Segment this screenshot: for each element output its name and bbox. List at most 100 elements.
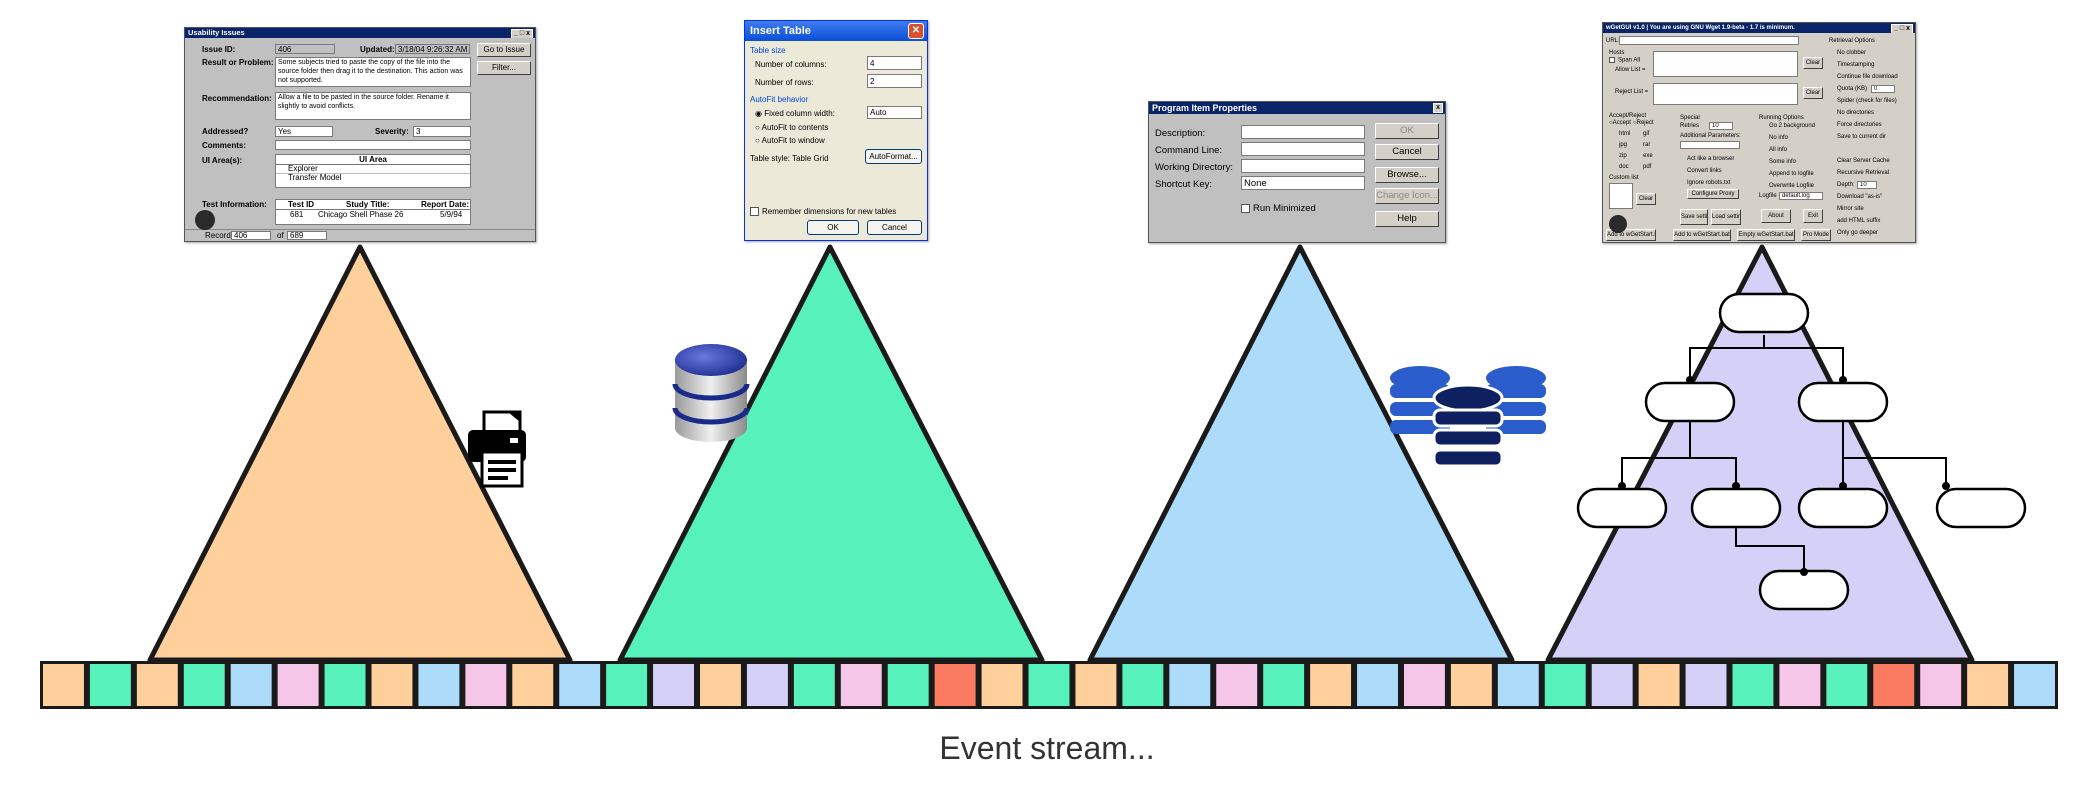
no-directories-checkbox[interactable]: No directories: [1837, 110, 1875, 116]
ui-area-row[interactable]: Transfer Model: [288, 173, 342, 182]
test-date-cell: 5/9/94: [440, 210, 463, 219]
clear-allow-button[interactable]: Clear: [1803, 57, 1823, 69]
spider-checkbox[interactable]: Spider (check for files): [1837, 98, 1897, 104]
browse-button[interactable]: Browse...: [1375, 167, 1439, 183]
accept-radio[interactable]: ○Accept: [1609, 120, 1631, 126]
pro-mode-button[interactable]: Pro Mode: [1801, 229, 1831, 241]
window-controls-icon[interactable]: _ □ x: [1891, 24, 1913, 33]
download-as-is-checkbox[interactable]: Download "as-is": [1837, 194, 1883, 200]
empty-start-button[interactable]: Empty wGetStart.bat: [1737, 229, 1795, 241]
exit-button[interactable]: Exit: [1803, 209, 1823, 223]
reject-list-field[interactable]: [1653, 83, 1798, 105]
force-directories-checkbox[interactable]: Force directories: [1837, 122, 1882, 128]
act-browser-checkbox[interactable]: Act like a browser: [1687, 156, 1735, 162]
event-cell: [277, 664, 319, 706]
change-icon-button[interactable]: Change Icon...: [1375, 188, 1439, 204]
rows-spinner[interactable]: 2: [867, 74, 922, 88]
filetype-doc[interactable]: doc: [1619, 164, 1629, 170]
ok-button[interactable]: OK: [807, 220, 859, 235]
about-button[interactable]: About: [1761, 209, 1791, 223]
remember-dimensions-checkbox[interactable]: Remember dimensions for new tables: [750, 207, 896, 217]
window-controls-icon[interactable]: _ □ x: [511, 29, 533, 38]
span-all-checkbox[interactable]: Span All: [1609, 57, 1640, 64]
filetype-rar[interactable]: rar: [1643, 142, 1651, 148]
command-line-field[interactable]: [1241, 142, 1365, 156]
event-cell: [1967, 664, 2009, 706]
overwrite-log-radio[interactable]: Overwrite Logfile: [1769, 183, 1815, 189]
shortcut-key-field[interactable]: None: [1241, 176, 1365, 190]
autofit-window-radio[interactable]: ○ AutoFit to window: [755, 136, 825, 145]
add-to-start-button-2[interactable]: Add to wGetStart.bat: [1673, 229, 1731, 241]
timestamping-checkbox[interactable]: Timestamping: [1837, 62, 1875, 68]
cancel-button[interactable]: Cancel: [1375, 144, 1439, 160]
load-settings-button[interactable]: Load settings: [1711, 209, 1741, 225]
clear-reject-button[interactable]: Clear: [1803, 87, 1823, 99]
recursive-checkbox[interactable]: Recursive Retrieval: [1837, 170, 1890, 176]
autoformat-button[interactable]: AutoFormat...: [865, 149, 922, 164]
addressed-select[interactable]: Yes: [275, 126, 333, 137]
no-clobber-checkbox[interactable]: No clobber: [1837, 50, 1867, 56]
filetype-pdf[interactable]: pdf: [1643, 164, 1652, 170]
event-stream-caption: Event stream...: [939, 730, 1155, 766]
fixed-width-select[interactable]: Auto: [867, 106, 922, 119]
filter-button[interactable]: Filter...: [477, 61, 531, 75]
cancel-button[interactable]: Cancel: [867, 220, 922, 235]
updated-field[interactable]: 3/18/04 9:26:32 AM: [395, 44, 470, 54]
severity-select[interactable]: 3: [413, 126, 471, 137]
ui-area-row[interactable]: Explorer: [276, 165, 470, 174]
wgetgui-window: wGetGUI v1.0 | You are using GNU Wget 1.…: [1602, 22, 1916, 243]
filetype-jpg[interactable]: jpg: [1619, 142, 1628, 148]
columns-spinner[interactable]: 4: [867, 56, 922, 70]
issue-id-field[interactable]: 406: [275, 44, 335, 54]
run-minimized-checkbox[interactable]: Run Minimized: [1241, 203, 1316, 214]
save-current-checkbox[interactable]: Save to current dir: [1837, 134, 1887, 140]
append-log-radio[interactable]: Append to logfile: [1769, 171, 1814, 177]
working-directory-field[interactable]: [1241, 159, 1365, 173]
clear-cache-checkbox[interactable]: Clear Server Cache: [1837, 158, 1890, 164]
reject-radio[interactable]: ○Reject: [1633, 120, 1654, 126]
recommendation-field[interactable]: Allow a file to be pasted in the source …: [275, 92, 471, 120]
fixed-width-radio[interactable]: ◉ Fixed column width:: [755, 109, 835, 118]
add-html-checkbox[interactable]: add HTML suffix: [1837, 218, 1881, 224]
comments-field[interactable]: [275, 140, 471, 150]
logfile-field[interactable]: default.log: [1779, 192, 1823, 200]
run-background-checkbox[interactable]: Go 2 background: [1769, 123, 1816, 129]
depth-field[interactable]: 10: [1857, 181, 1877, 189]
record-number-field[interactable]: 406: [231, 231, 271, 240]
allow-list-field[interactable]: [1653, 51, 1798, 77]
result-field[interactable]: Some subjects tried to paste the copy of…: [275, 57, 471, 87]
autofit-group-label: AutoFit behavior: [750, 95, 809, 104]
event-cell: [793, 664, 835, 706]
only-deeper-checkbox[interactable]: Only go deeper: [1837, 230, 1879, 236]
ignore-robots-checkbox[interactable]: Ignore robots.txt: [1687, 180, 1731, 186]
additional-params-field[interactable]: [1680, 141, 1740, 149]
test-table-row[interactable]: 681 Chicago Shell Phase 26 5/9/94: [276, 210, 470, 219]
go-to-issue-button[interactable]: Go to Issue: [477, 43, 531, 57]
filetype-gif[interactable]: gif: [1643, 131, 1650, 137]
filetype-exe[interactable]: exe: [1643, 153, 1653, 159]
clear-custom-button[interactable]: Clear: [1636, 193, 1656, 205]
filetype-html[interactable]: html: [1619, 131, 1631, 137]
all-info-radio[interactable]: All info: [1769, 147, 1788, 153]
continue-checkbox[interactable]: Continue file download: [1837, 74, 1898, 80]
close-icon[interactable]: x: [1433, 103, 1443, 113]
convert-links-checkbox[interactable]: Convert links: [1687, 168, 1722, 174]
quota-field[interactable]: 0: [1871, 85, 1895, 93]
help-button[interactable]: Help: [1375, 211, 1439, 227]
save-settings-button[interactable]: Save settings: [1680, 209, 1708, 225]
retries-field[interactable]: 10: [1709, 122, 1733, 130]
ok-button[interactable]: OK: [1375, 123, 1439, 139]
event-cell: [1169, 664, 1211, 706]
mirror-checkbox[interactable]: Mirror site: [1837, 206, 1864, 212]
autofit-contents-radio[interactable]: ○ AutoFit to contents: [755, 123, 829, 132]
description-field[interactable]: [1241, 125, 1365, 139]
no-info-radio[interactable]: No info: [1769, 135, 1789, 141]
custom-list-field[interactable]: [1609, 183, 1633, 209]
url-field[interactable]: [1619, 36, 1799, 45]
some-info-radio[interactable]: Some info: [1769, 159, 1797, 165]
filetype-zip[interactable]: zip: [1619, 153, 1627, 159]
usability-window-titlebar: Usability Issues_ □ x: [185, 28, 535, 38]
close-icon[interactable]: ✕: [908, 23, 924, 39]
configure-proxy-button[interactable]: Configure Proxy: [1687, 189, 1739, 199]
